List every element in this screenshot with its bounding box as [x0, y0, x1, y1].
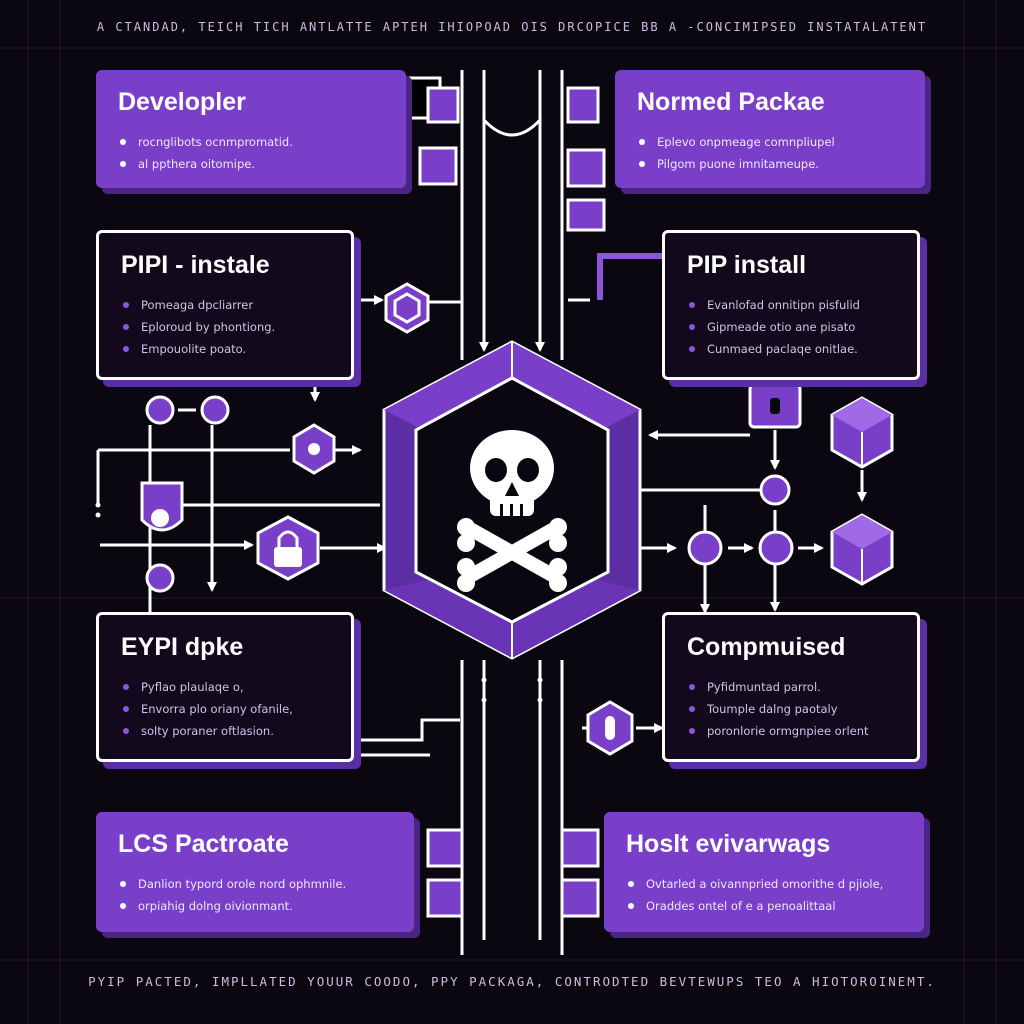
card-title: Hoslt evivarwags	[626, 830, 831, 858]
card-title: EYPI dpke	[121, 633, 244, 661]
card-compmuised: Compmuised Pyfidmuntad parrol. Toumple d…	[662, 612, 920, 762]
list-item: Gipmeade otio ane pisato	[687, 316, 895, 338]
shield-icon	[140, 481, 184, 532]
list-item: Pomeaga dpcliarrer	[121, 294, 329, 316]
node-circle-icon	[145, 395, 794, 593]
list-item: Oraddes ontel of e a penoalittaal	[626, 895, 902, 917]
card-eypi-dpke: EYPI dpke Pyflao plaulaqe o, Envorra plo…	[96, 612, 354, 762]
card-list: Evanlofad onnitipn pisfulid Gipmeade oti…	[687, 294, 895, 360]
skull-crossbones-icon	[457, 430, 567, 592]
list-item: Evanlofad onnitipn pisfulid	[687, 294, 895, 316]
list-item: solty poraner oftlasion.	[121, 720, 329, 742]
card-title: Developler	[118, 88, 246, 116]
hexagon-badge-icon	[586, 700, 634, 756]
card-title: Normed Packae	[637, 88, 825, 116]
list-item: Toumple dalng paotaly	[687, 698, 895, 720]
list-item: poronlorie ormgnpiee orlent	[687, 720, 895, 742]
card-list: Ovtarled a oivannpried omorithe d pjiole…	[626, 873, 902, 917]
list-item: al ppthera oitomipe.	[118, 153, 384, 175]
list-item: Eplevo onpmeage comnpliupel	[637, 131, 903, 153]
card-hosl-evivarwags: Hoslt evivarwags Ovtarled a oivannpried …	[604, 812, 924, 932]
card-title: Compmuised	[687, 633, 846, 661]
card-lcs-pactroate: LCS Pactroate Danlion typord orole nord …	[96, 812, 414, 932]
hexagon-badge-icon	[292, 423, 336, 475]
list-item: Pilgom puone imnitameupe.	[637, 153, 903, 175]
cube-icon	[830, 513, 894, 586]
card-list: rocnglibots ocnmpromatid. al ppthera oit…	[118, 131, 384, 175]
list-item: Pyfidmuntad parrol.	[687, 676, 895, 698]
card-list: Danlion typord orole nord ophmnile. orpi…	[118, 873, 392, 917]
list-item: orpiahig dolng oivionmant.	[118, 895, 392, 917]
list-item: Cunmaed paclaqe onitlae.	[687, 338, 895, 360]
hexagon-badge-icon	[384, 282, 430, 334]
card-list: Pomeaga dpcliarrer Eploroud by phontiong…	[121, 294, 329, 360]
card-title: LCS Pactroate	[118, 830, 289, 858]
card-normed-package: Normed Packae Eplevo onpmeage comnpliupe…	[615, 70, 925, 188]
card-list: Pyfidmuntad parrol. Toumple dalng paotal…	[687, 676, 895, 742]
bracket-blocks	[406, 76, 606, 918]
list-item: Danlion typord orole nord ophmnile.	[118, 873, 392, 895]
list-item: Envorra plo oriany ofanile,	[121, 698, 329, 720]
header-caption: A CTANDAD, TEICH TICH ANTLATTE APTEH IHI…	[96, 20, 928, 34]
cube-icon	[830, 396, 894, 469]
footer-caption: PYIP PACTED, IMPLLATED YOUUR COODO, PPY …	[88, 974, 936, 989]
card-list: Pyflao plaulaqe o, Envorra plo oriany of…	[121, 676, 329, 742]
padlock-icon	[256, 515, 320, 581]
list-item: Pyflao plaulaqe o,	[121, 676, 329, 698]
list-item: Eploroud by phontiong.	[121, 316, 329, 338]
list-item: rocnglibots ocnmpromatid.	[118, 131, 384, 153]
card-developer: Developler rocnglibots ocnmpromatid. al …	[96, 70, 406, 188]
padlock-icon	[748, 358, 802, 429]
card-pipi-install: PIPI - instale Pomeaga dpcliarrer Eploro…	[96, 230, 354, 380]
list-item: Ovtarled a oivannpried omorithe d pjiole…	[626, 873, 902, 895]
card-title: PIPI - instale	[121, 251, 270, 279]
card-title: PIP install	[687, 251, 807, 279]
card-list: Eplevo onpmeage comnpliupel Pilgom puone…	[637, 131, 903, 175]
list-item: Empouolite poato.	[121, 338, 329, 360]
card-pip-install: PIP install Evanlofad onnitipn pisfulid …	[662, 230, 920, 380]
decorative-dots	[95, 502, 543, 703]
